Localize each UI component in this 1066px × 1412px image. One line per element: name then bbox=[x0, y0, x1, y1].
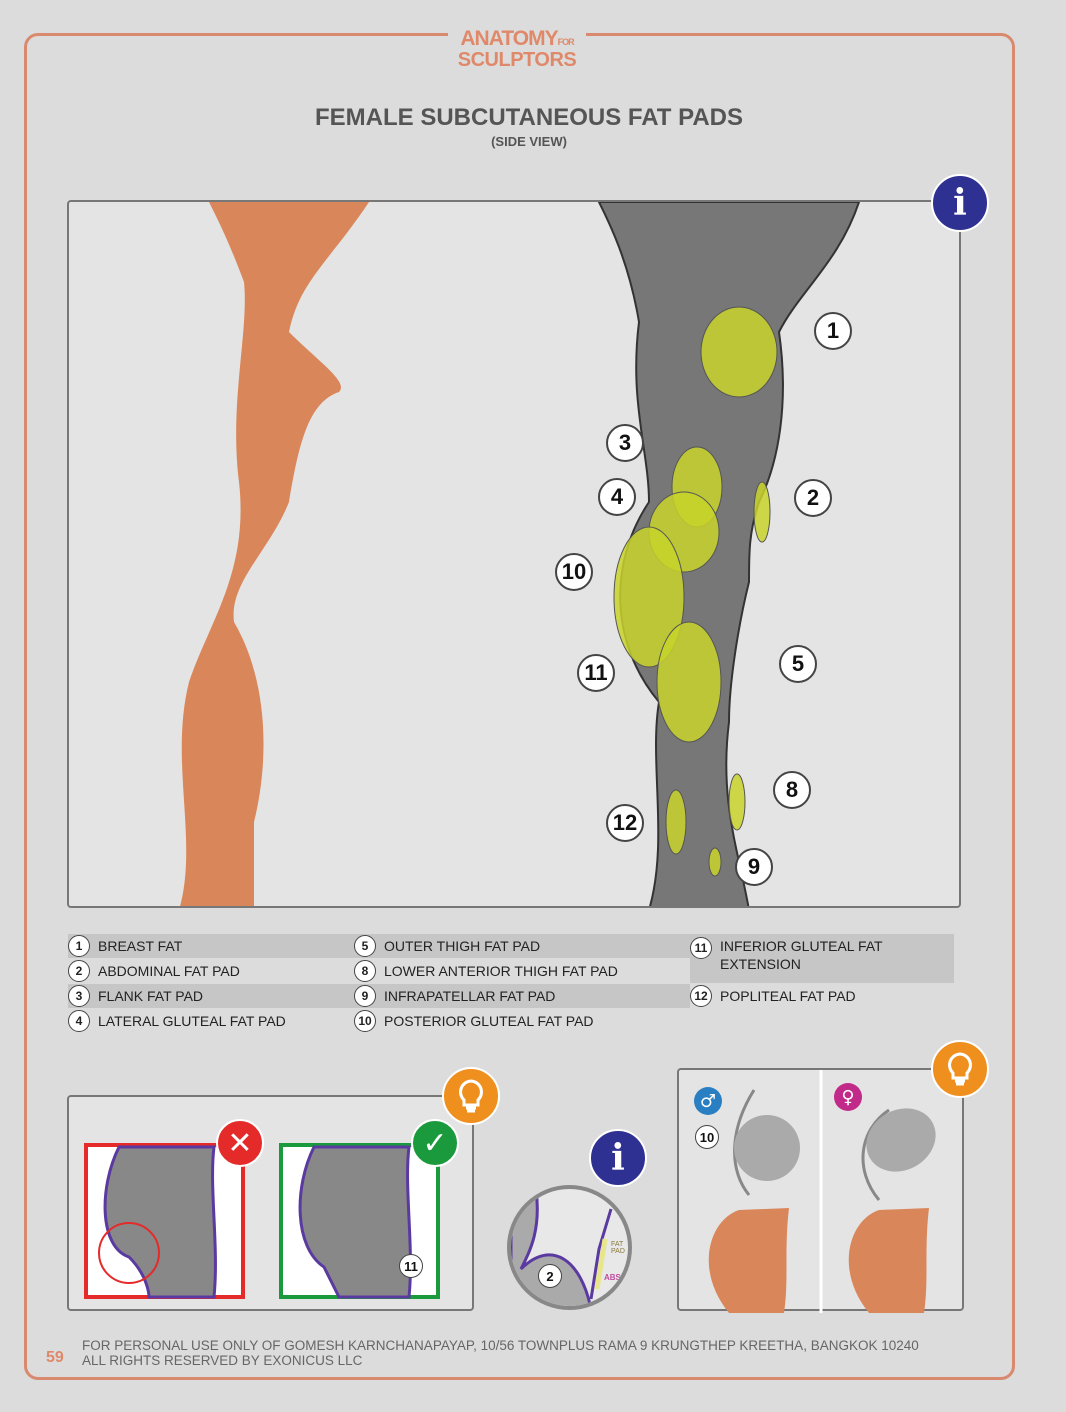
female-icon: ♀ bbox=[834, 1083, 862, 1111]
callout-3: 3 bbox=[606, 424, 644, 462]
male-female-svg bbox=[708, 1070, 936, 1313]
logo-line1: ANATOMY bbox=[460, 27, 558, 50]
legend-num: 12 bbox=[690, 985, 712, 1007]
callout-12: 12 bbox=[606, 804, 644, 842]
comparison-num-11: 11 bbox=[399, 1254, 423, 1278]
detail-circle: FAT PAD ABS 2 bbox=[507, 1185, 632, 1310]
callout-4: 4 bbox=[598, 478, 636, 516]
legend-item: 1 BREAST FAT bbox=[68, 934, 354, 958]
legend-label: OUTER THIGH FAT PAD bbox=[384, 938, 541, 954]
legend-item: 4 LATERAL GLUTEAL FAT PAD bbox=[68, 1009, 354, 1033]
legend-num: 5 bbox=[354, 935, 376, 957]
legend-label: POSTERIOR GLUTEAL FAT PAD bbox=[384, 1013, 594, 1029]
logo: ANATOMYFOR SCULPTORS bbox=[448, 27, 586, 74]
legend-item: 9 INFRAPATELLAR FAT PAD bbox=[354, 984, 690, 1008]
detail-num-2: 2 bbox=[538, 1264, 562, 1288]
footer: FOR PERSONAL USE ONLY OF GOMESH KARNCHAN… bbox=[82, 1338, 919, 1368]
legend-num: 8 bbox=[354, 960, 376, 982]
legend-num: 4 bbox=[68, 1010, 90, 1032]
fat-pad-label: FAT PAD bbox=[611, 1241, 625, 1255]
legend-item: 10 POSTERIOR GLUTEAL FAT PAD bbox=[354, 1009, 690, 1033]
legend-num: 10 bbox=[354, 1010, 376, 1032]
logo-for: FOR bbox=[557, 37, 575, 47]
main-illustration bbox=[67, 200, 961, 908]
callout-10: 10 bbox=[555, 553, 593, 591]
legend-label: INFRAPATELLAR FAT PAD bbox=[384, 988, 556, 1004]
legend-label: LOWER ANTERIOR THIGH FAT PAD bbox=[384, 963, 618, 979]
lightbulb-icon bbox=[931, 1040, 989, 1098]
legend-num: 3 bbox=[68, 985, 90, 1007]
logo-line2: SCULPTORS bbox=[457, 49, 577, 71]
legend-num: 1 bbox=[68, 935, 90, 957]
legend-item: 3 FLANK FAT PAD bbox=[68, 984, 354, 1008]
callout-11: 11 bbox=[577, 654, 615, 692]
male-icon: ♂ bbox=[694, 1087, 722, 1115]
wrong-x-icon: ✕ bbox=[216, 1119, 264, 1167]
legend-item: 12 POPLITEAL FAT PAD bbox=[690, 984, 954, 1008]
legend-label: BREAST FAT bbox=[98, 938, 183, 954]
correct-check-icon: ✓ bbox=[411, 1119, 459, 1167]
legend-item: 8 LOWER ANTERIOR THIGH FAT PAD bbox=[354, 959, 690, 983]
legend-label: LATERAL GLUTEAL FAT PAD bbox=[98, 1013, 286, 1029]
fat-pads bbox=[613, 306, 778, 877]
legend-label: ABDOMINAL FAT PAD bbox=[98, 963, 240, 979]
lightbulb-icon bbox=[442, 1067, 500, 1125]
footer-line1: FOR PERSONAL USE ONLY OF GOMESH KARNCHAN… bbox=[82, 1338, 919, 1353]
abs-label: ABS bbox=[604, 1273, 621, 1282]
legend-num: 9 bbox=[354, 985, 376, 1007]
legend-label: INFERIOR GLUTEAL FAT EXTENSION bbox=[720, 938, 883, 972]
legend-num: 2 bbox=[68, 960, 90, 982]
legend-num: 11 bbox=[690, 937, 712, 959]
callout-5: 5 bbox=[779, 645, 817, 683]
page-title: FEMALE SUBCUTANEOUS FAT PADS bbox=[314, 104, 743, 131]
footer-line2: ALL RIGHTS RESERVED BY EXONICUS LLC bbox=[82, 1353, 363, 1368]
info-icon-bottom: i bbox=[589, 1129, 647, 1187]
legend-item: 5 OUTER THIGH FAT PAD bbox=[354, 934, 690, 958]
legend-label: POPLITEAL FAT PAD bbox=[720, 988, 856, 1004]
legend-label: FLANK FAT PAD bbox=[98, 988, 204, 1004]
male-female-panel: ♂ ♀ 10 bbox=[677, 1068, 964, 1313]
page-number: 59 bbox=[46, 1349, 64, 1366]
page-subtitle: (SIDE VIEW) bbox=[491, 134, 567, 149]
callout-2: 2 bbox=[794, 479, 832, 517]
callout-8: 8 bbox=[773, 771, 811, 809]
figures-svg bbox=[179, 202, 861, 906]
legend-item: 2 ABDOMINAL FAT PAD bbox=[68, 959, 354, 983]
legend-item: 11 INFERIOR GLUTEAL FAT EXTENSION bbox=[690, 934, 954, 983]
callout-9: 9 bbox=[735, 848, 773, 886]
skin-figure bbox=[179, 202, 369, 906]
callout-1: 1 bbox=[814, 312, 852, 350]
male-num-10: 10 bbox=[695, 1125, 719, 1149]
comparison-panel: 11 bbox=[67, 1095, 474, 1311]
info-icon: i bbox=[931, 174, 989, 232]
